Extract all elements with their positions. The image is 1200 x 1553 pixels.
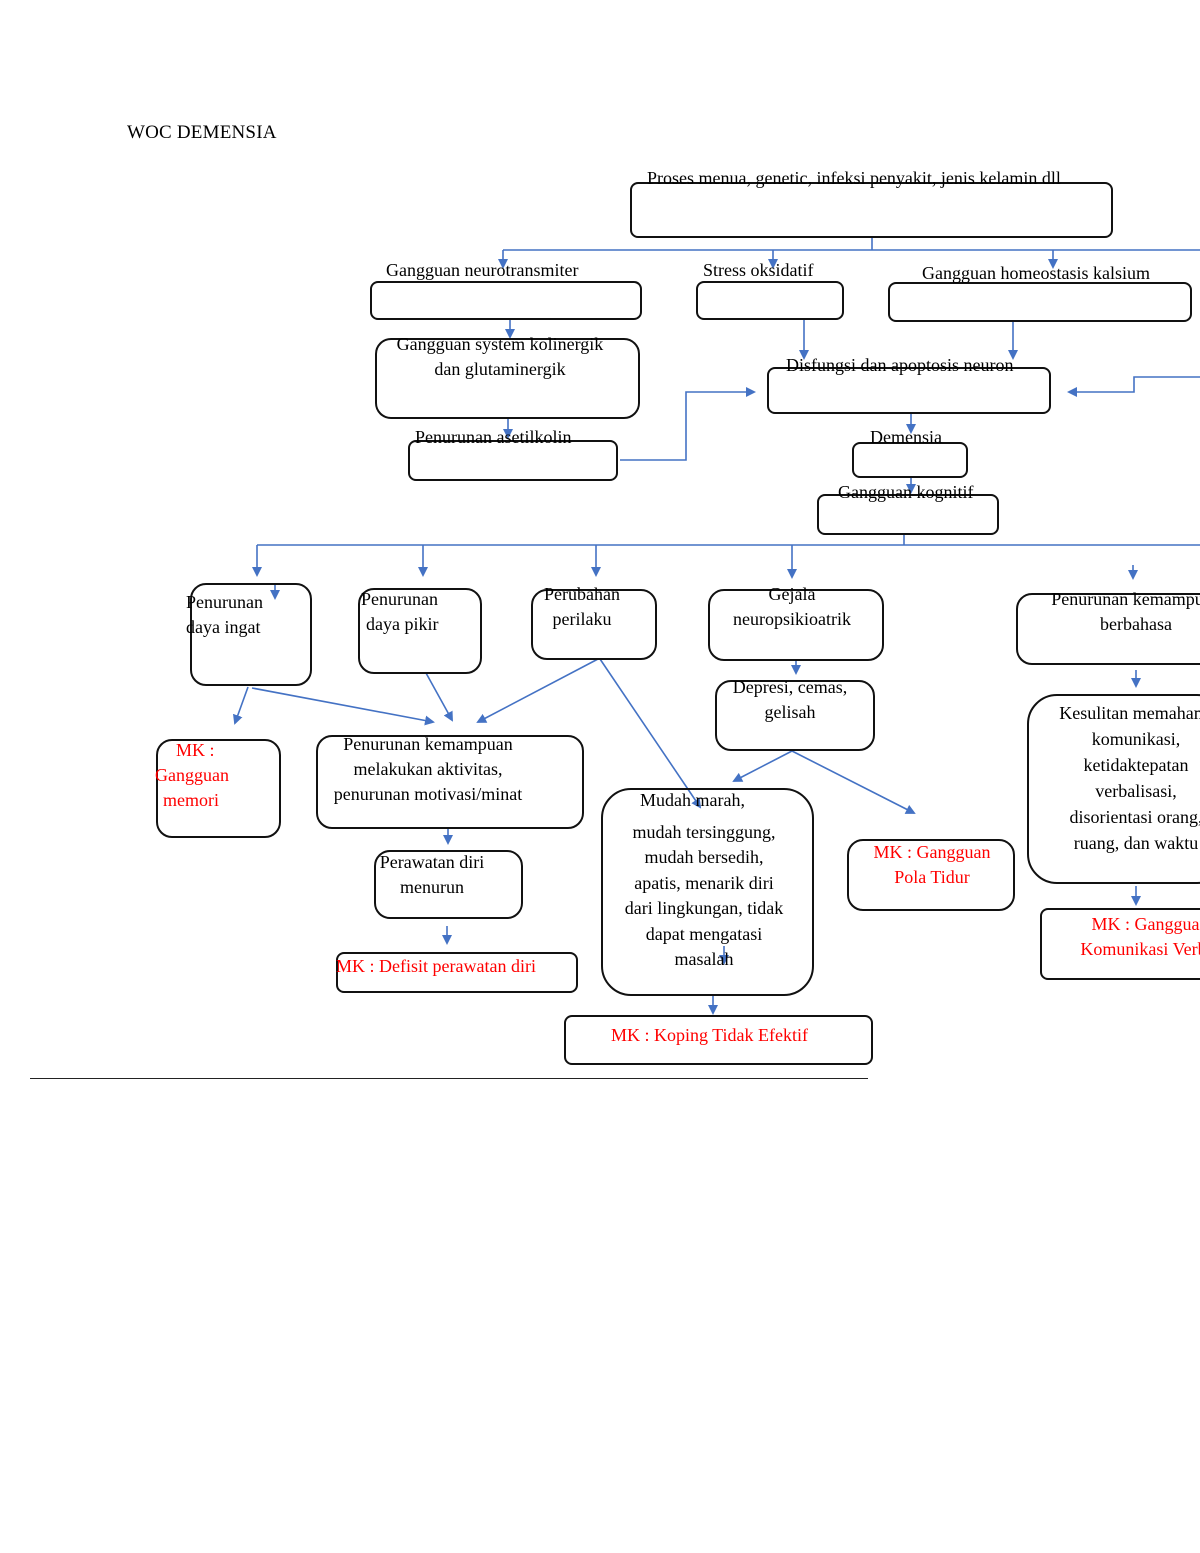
box-neurotransmitter xyxy=(370,281,642,320)
box-irritable xyxy=(601,788,814,996)
box-acetylcholine xyxy=(408,440,618,481)
label-dx-communication-line-1: MK : Gangguan xyxy=(1091,914,1200,934)
label-irritable-line-3: mudah bersedih, xyxy=(644,847,764,867)
label-thinking: Penurunan daya pikir xyxy=(361,587,438,637)
label-language-line-1: Penurunan kemampuan xyxy=(1051,589,1200,609)
label-dx-memory: MK : Gangguan memori xyxy=(155,738,229,813)
label-language-line-2: berbahasa xyxy=(1100,614,1172,634)
label-communication-line-3: ketidaktepatan xyxy=(1083,755,1189,775)
label-memory: Penurunan daya ingat xyxy=(186,590,263,640)
label-activity-line-1: Penurunan kemampuan xyxy=(343,734,513,754)
label-dx-coping: MK : Koping Tidak Efektif xyxy=(611,1025,809,1045)
box-dementia xyxy=(852,442,968,478)
label-memory-line-1: Penurunan xyxy=(186,592,263,612)
label-calcium: Gangguan homeostasis kalsium xyxy=(922,263,1150,283)
label-dx-self-care: MK : Defisit perawatan diri xyxy=(336,956,536,976)
label-thinking-line-1: Penurunan xyxy=(361,589,438,609)
box-behavior xyxy=(531,589,657,660)
box-causes xyxy=(630,182,1113,238)
label-dx-memory-line-2: Gangguan xyxy=(155,765,229,785)
label-self-care-line-2: menurun xyxy=(400,877,464,897)
box-depression xyxy=(715,680,875,751)
label-neuropsych-line-1: Gejala xyxy=(768,584,816,604)
label-dx-communication: MK : Gangguan Komunikasi Verbal xyxy=(1060,912,1200,962)
box-thinking xyxy=(358,588,482,674)
label-neuropsych-line-2: neuropsikioatrik xyxy=(733,609,851,629)
box-dx-memory xyxy=(156,739,281,838)
box-activity xyxy=(316,735,584,829)
label-behavior-line-1: Perubahan xyxy=(544,584,620,604)
label-cognitive: Gangguan kognitif xyxy=(838,482,974,502)
label-depression-line-2: gelisah xyxy=(764,702,816,722)
label-cholinergic-line-2: dan glutaminergik xyxy=(434,359,566,379)
label-neuropsych: Gejala neuropsikioatrik xyxy=(716,582,868,632)
label-behavior: Perubahan perilaku xyxy=(536,582,628,632)
label-neurotransmitter: Gangguan neurotransmiter xyxy=(386,260,579,280)
label-dx-sleep: MK : Gangguan Pola Tidur xyxy=(862,840,1002,890)
label-dx-memory-line-3: memori xyxy=(163,790,219,810)
label-activity-line-3: penurunan motivasi/minat xyxy=(333,784,523,804)
page-title: WOC DEMENSIA xyxy=(127,122,277,143)
box-dx-self-care xyxy=(336,952,578,993)
label-communication-line-6: ruang, dan waktu xyxy=(1073,833,1199,853)
box-dx-communication xyxy=(1040,908,1200,980)
label-communication: Kesulitan memahami komunikasi, ketidakte… xyxy=(1052,700,1200,856)
label-communication-line-2: komunikasi, xyxy=(1091,729,1181,749)
label-irritable-line-5: dari lingkungan, tidak xyxy=(624,898,784,918)
label-communication-line-4: verbalisasi, xyxy=(1095,781,1177,801)
box-neuropsych xyxy=(708,589,884,661)
box-memory xyxy=(190,583,312,686)
label-activity: Penurunan kemampuan melakukan aktivitas,… xyxy=(320,732,536,807)
label-thinking-line-2: daya pikir xyxy=(366,614,439,634)
label-dx-sleep-line-2: Pola Tidur xyxy=(894,867,970,887)
label-dx-sleep-line-1: MK : Gangguan xyxy=(873,842,991,862)
label-irritable-line-6: dapat mengatasi xyxy=(645,923,763,944)
box-dx-sleep xyxy=(847,839,1015,911)
label-acetylcholine: Penurunan asetilkolin xyxy=(415,427,572,447)
label-depression-line-1: Depresi, cemas, xyxy=(732,677,848,697)
label-irritable: Mudah marah, mudah tersinggung, mudah be… xyxy=(604,788,804,973)
horizontal-rule xyxy=(30,1078,868,1079)
label-irritable-line-2: mudah tersinggung, xyxy=(632,821,776,842)
label-language: Penurunan kemampuan berbahasa xyxy=(1036,587,1200,637)
label-cholinergic-line-1: Gangguan system kolinergik xyxy=(396,334,604,354)
label-behavior-line-2: perilaku xyxy=(552,609,612,629)
connector-lines xyxy=(233,238,1200,1015)
label-irritable-line-7: masalah xyxy=(674,949,734,969)
label-dementia: Demensia xyxy=(870,427,942,447)
box-dx-coping xyxy=(564,1015,873,1065)
label-dx-communication-line-2: Komunikasi Verbal xyxy=(1080,939,1200,959)
label-depression: Depresi, cemas, gelisah xyxy=(720,675,860,725)
label-self-care-line-1: Perawatan diri xyxy=(379,852,485,872)
label-communication-line-1: Kesulitan memahami xyxy=(1059,703,1200,723)
box-language xyxy=(1016,593,1200,665)
label-oxidative-stress: Stress oksidatif xyxy=(703,260,814,280)
label-causes: Proses menua, genetic, infeksi penyakit,… xyxy=(647,168,1061,188)
label-neuron-dysfunction: Disfungsi dan apoptosis neuron xyxy=(786,355,1014,375)
label-dx-memory-line-1: MK : xyxy=(176,740,215,760)
label-irritable-line-4: apatis, menarik diri xyxy=(634,872,774,893)
label-irritable-line-1: Mudah marah, xyxy=(640,790,745,810)
box-cognitive xyxy=(817,494,999,535)
box-neuron-dysfunction xyxy=(767,367,1051,414)
box-cholinergic xyxy=(375,338,640,419)
box-self-care xyxy=(374,850,523,919)
label-memory-line-2: daya ingat xyxy=(186,617,261,637)
box-oxidative-stress xyxy=(696,281,844,320)
box-calcium xyxy=(888,282,1192,322)
box-communication xyxy=(1027,694,1200,884)
label-cholinergic: Gangguan system kolinergik dan glutamine… xyxy=(384,332,616,382)
label-activity-line-2: melakukan aktivitas, xyxy=(353,759,503,779)
label-communication-line-5: disorientasi orang, xyxy=(1069,807,1200,827)
label-self-care: Perawatan diri menurun xyxy=(376,850,488,900)
